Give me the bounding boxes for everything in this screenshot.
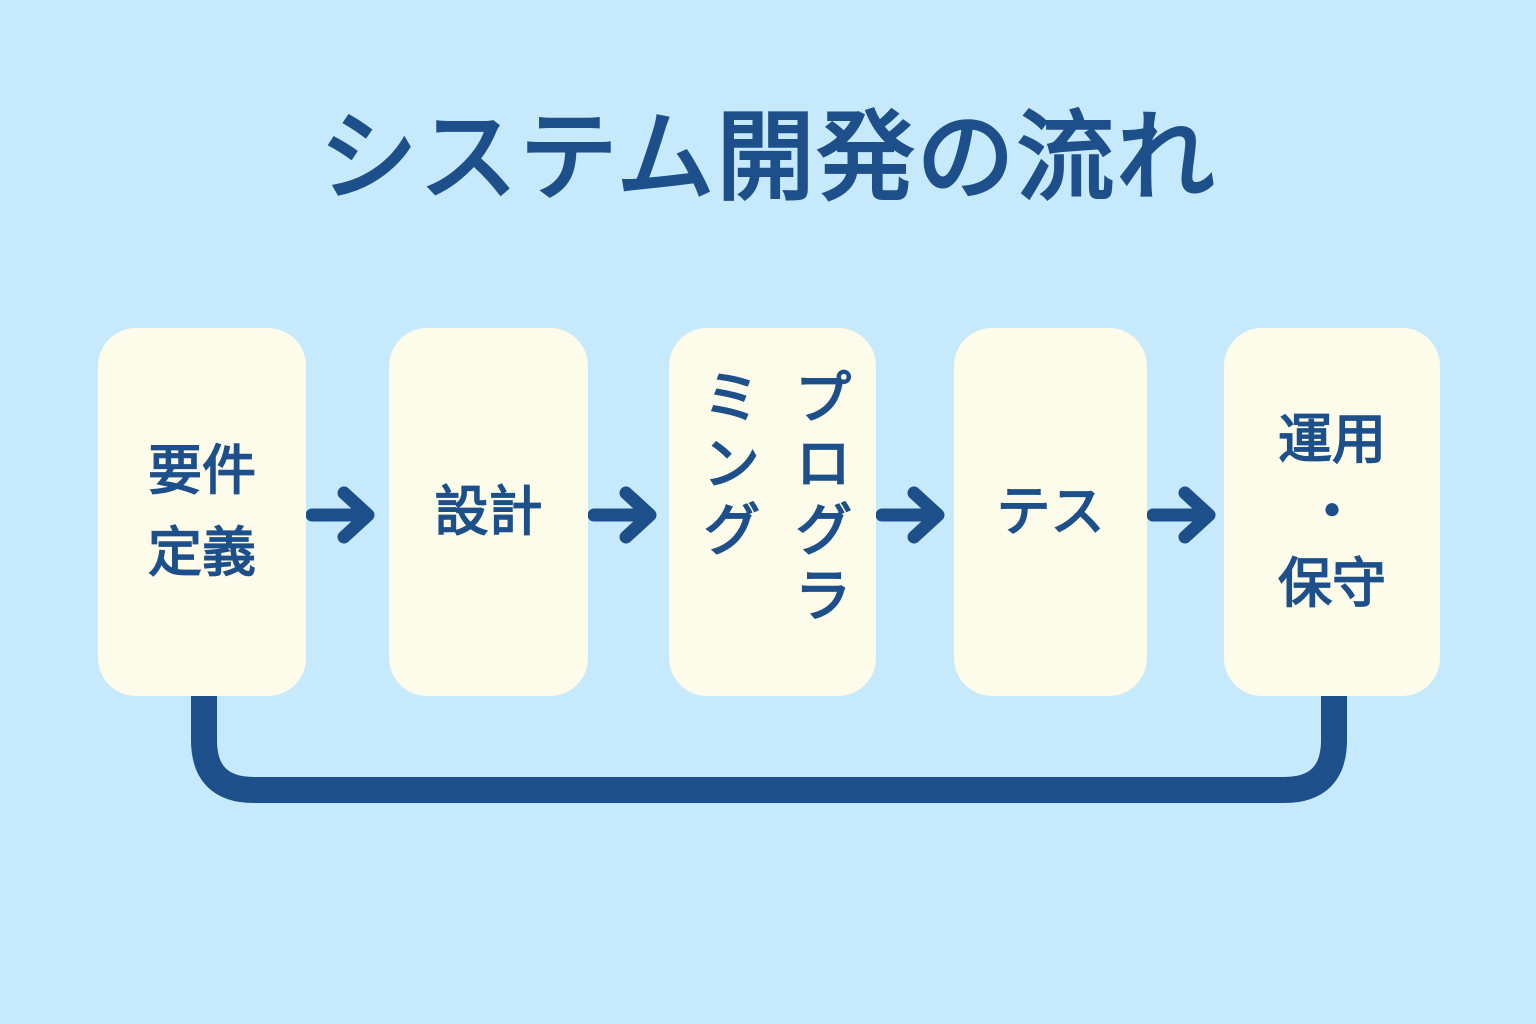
stage-design: 設計 [389,328,588,696]
stage-operation-line-2: ・ [1305,480,1359,543]
arrow-right-icon [1147,486,1216,544]
arrow-right-icon [588,486,657,544]
stage-design-line-1: 設計 [434,480,543,543]
stage-testing-label: テス [997,471,1105,553]
stage-programming: プログラミング [669,328,876,696]
stage-requirements: 要件 定義 [98,328,306,696]
diagram-title: システム開発の流れ [319,101,1217,215]
stage-operation: 運用 ・ 保守 [1224,328,1440,696]
stage-requirements-line-2: 定義 [148,521,256,584]
arrow-right-icon [876,486,945,544]
stage-requirements-label: 要件 定義 [148,430,256,594]
stage-operation-line-1: 運用 [1278,408,1386,471]
stage-design-label: 設計 [435,471,543,553]
stage-programming-label: プログラミング [692,367,853,631]
stage-operation-line-3: 保守 [1278,552,1386,615]
stage-testing-line-1: テス [996,480,1105,543]
stage-operation-label: 運用 ・ 保守 [1278,404,1386,620]
stage-requirements-line-1: 要件 [148,439,256,502]
stage-testing: テス [954,328,1147,696]
arrow-right-icon [306,486,375,544]
